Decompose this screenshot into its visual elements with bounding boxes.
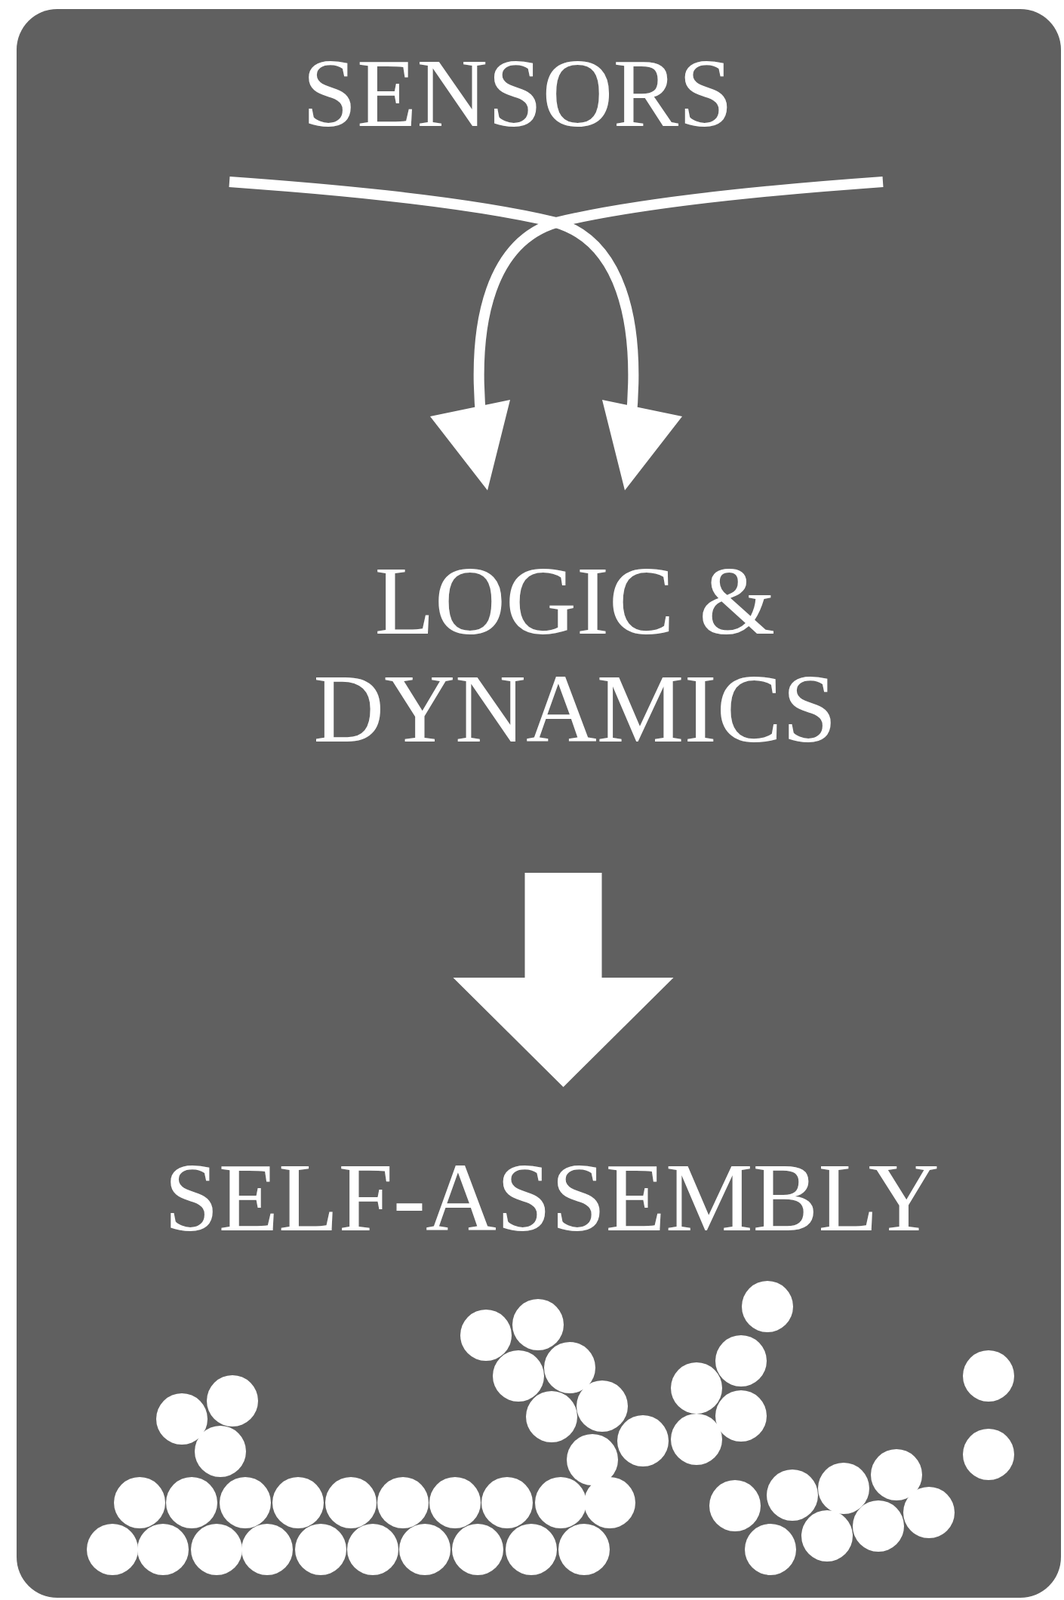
logic-stage: LOGIC & DYNAMICS [310, 547, 840, 763]
assembly-stage: SELF-ASSEMBLY [61, 1143, 1043, 1252]
stage-label: SELF-ASSEMBLY [61, 1143, 1043, 1252]
stage-label: LOGIC & DYNAMICS [310, 547, 840, 763]
background-panel [16, 9, 1061, 1599]
flow-arrow [229, 181, 683, 491]
flow-arrow [453, 873, 674, 1088]
stage-label: SENSORS [178, 39, 858, 148]
sensor-stage: SENSORS [178, 39, 858, 148]
flow-arrow [430, 181, 883, 491]
